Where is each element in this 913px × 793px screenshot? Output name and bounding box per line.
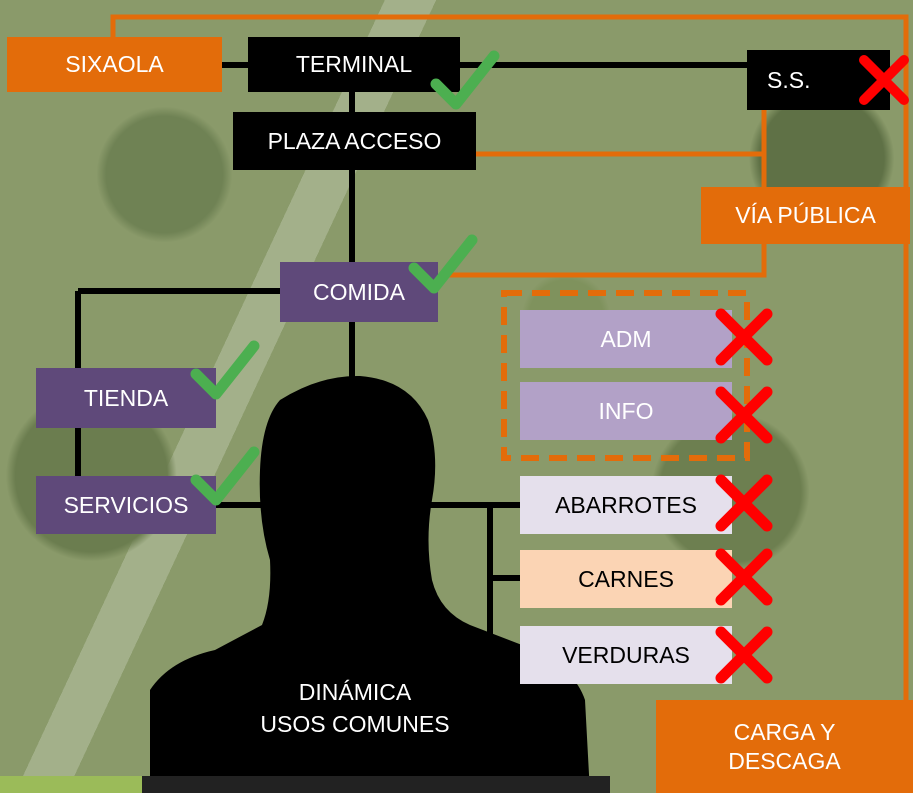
bottom-dark-bar [140,776,610,793]
check-icon [408,234,478,294]
person-silhouette [150,375,590,793]
node-sixaola: SIXAOLA [7,37,222,92]
node-info: INFO [520,382,732,440]
node-via-publica: VÍA PÚBLICA [701,187,910,244]
node-abarrotes: ABARROTES [520,476,732,534]
cross-icon [715,308,773,366]
node-tienda: TIENDA [36,368,216,428]
cross-icon [715,474,773,532]
node-terminal: TERMINAL [248,37,460,92]
node-adm: ADM [520,310,732,368]
node-servicios: SERVICIOS [36,476,216,534]
check-icon [430,50,500,110]
adm-info-group-dashed [501,290,750,461]
cross-icon [715,548,773,606]
cross-icon [859,55,909,105]
check-icon [190,340,260,400]
node-carnes: CARNES [520,550,732,608]
node-comida: COMIDA [280,262,438,322]
center-label-line-2: USOS COMUNES [260,711,450,738]
check-icon [190,446,260,506]
carga-line-2: DESCAGA [728,747,841,774]
node-verduras: VERDURAS [520,626,732,684]
node-carga-descaga: CARGA Y DESCAGA [656,700,913,793]
node-plaza-acceso: PLAZA ACCESO [233,112,476,170]
cross-icon [715,386,773,444]
carga-line-1: CARGA Y [733,718,836,745]
center-label: DINÁMICA USOS COMUNES [240,676,470,740]
bottom-green-bar [0,776,142,793]
cross-icon [715,626,773,684]
center-label-line-1: DINÁMICA [298,679,412,705]
